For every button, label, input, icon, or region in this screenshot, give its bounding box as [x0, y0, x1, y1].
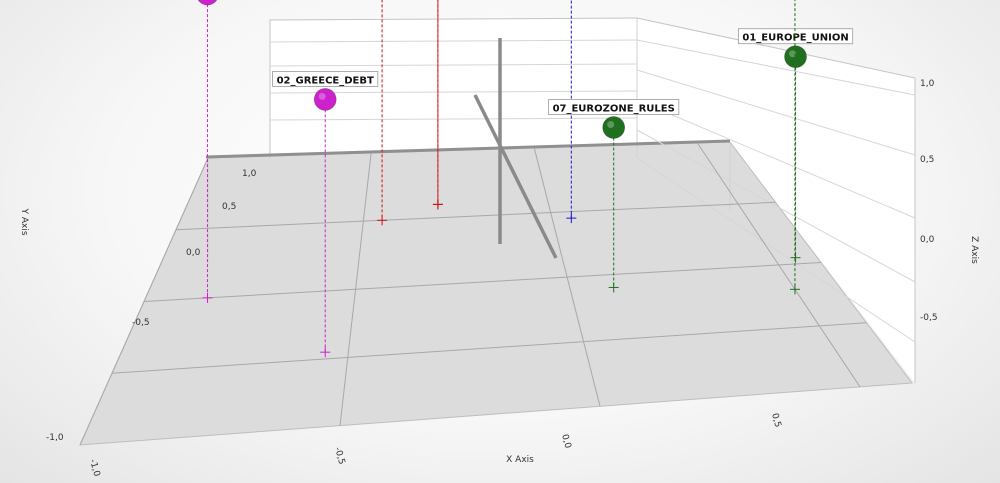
- right-wall-gridline: [636, 99, 916, 219]
- point-label-box: [548, 99, 680, 115]
- y-tick-label: -0,5: [132, 318, 150, 328]
- point-marker: [197, 0, 218, 6]
- data-point: 05_BRETTON_WOODS: [566, 0, 577, 224]
- data-point: 09_GLOBAL_MINOTAUR: [432, 0, 443, 210]
- point-marker: [313, 88, 337, 111]
- data-point: 04_FRANCE_GERMANY: [789, 0, 800, 295]
- axis-titles: X Axis Y Axis Z Axis: [19, 207, 979, 465]
- x-tick-label: 0,0: [559, 433, 572, 450]
- right-wall: [637, 18, 915, 383]
- origin-axes: [473, 38, 558, 259]
- back-wall-gridline: [269, 39, 638, 43]
- back-wall: [208, 18, 637, 158]
- point-highlight: [318, 92, 326, 100]
- x-axis-bar: [473, 94, 558, 259]
- right-wall-gridline: [636, 157, 916, 343]
- floor-gridline-y: [175, 201, 776, 231]
- back-wall-gridline: [269, 117, 638, 121]
- back-wall-gridline: [269, 63, 638, 67]
- x-tick-label: 0,5: [769, 412, 782, 428]
- data-point: 06_WAGES_WORKERS: [377, 0, 388, 226]
- z-tick-label: 0,0: [920, 235, 935, 245]
- x-tick-label: -0,5: [332, 446, 346, 466]
- data-point: 07_EUROZONE_RULES: [548, 99, 680, 293]
- point-label: 01_EUROPE_UNION: [742, 33, 848, 44]
- point-highlight: [789, 50, 797, 58]
- point-label: 07_EUROZONE_RULES: [553, 104, 675, 115]
- floor-gridline-y: [111, 322, 867, 374]
- tick-labels: -1,0 -0,5 0,0 0,5 1,0 -0,5 0,0 0,5 1,0 -1,0 -0,5 0,…: [46, 79, 938, 478]
- data-point: 01_EUROPE_UNION: [737, 28, 854, 263]
- point-label-box: [272, 71, 379, 87]
- point-label-box: [737, 28, 854, 45]
- y-axis-title: Y Axis: [19, 207, 29, 235]
- frame-bar: [205, 139, 731, 159]
- x-tick-label: -1,0: [87, 458, 101, 478]
- z-tick-label: -0,5: [920, 313, 938, 323]
- data-point: 02_GREECE_DEBT: [272, 71, 379, 358]
- data-point: 08_BANK_CDOS: [197, 0, 218, 303]
- y-tick-label: 0,5: [222, 202, 236, 212]
- floor-gridline-y: [143, 262, 822, 302]
- y-tick-label: -1,0: [46, 433, 64, 443]
- y-tick-label: 0,0: [186, 248, 201, 258]
- point-marker: [602, 116, 626, 139]
- right-wall-gridline: [636, 129, 916, 283]
- point-highlight: [607, 121, 615, 129]
- y-tick-label: 1,0: [242, 169, 257, 179]
- z-tick-label: 1,0: [920, 79, 935, 89]
- z-axis-title: Z Axis: [969, 236, 979, 264]
- x-axis-title: X Axis: [506, 455, 534, 465]
- right-wall-gridline: [636, 69, 916, 156]
- chart-frame: [79, 17, 916, 446]
- point-marker: [784, 45, 807, 69]
- point-label: 02_GREECE_DEBT: [277, 75, 374, 86]
- data-points: 01_EUROPE_UNION02_GREECE_DEBT03_SURPLUS_…: [197, 0, 854, 358]
- z-tick-label: 0,5: [920, 155, 934, 165]
- right-wall-gridline: [636, 39, 916, 96]
